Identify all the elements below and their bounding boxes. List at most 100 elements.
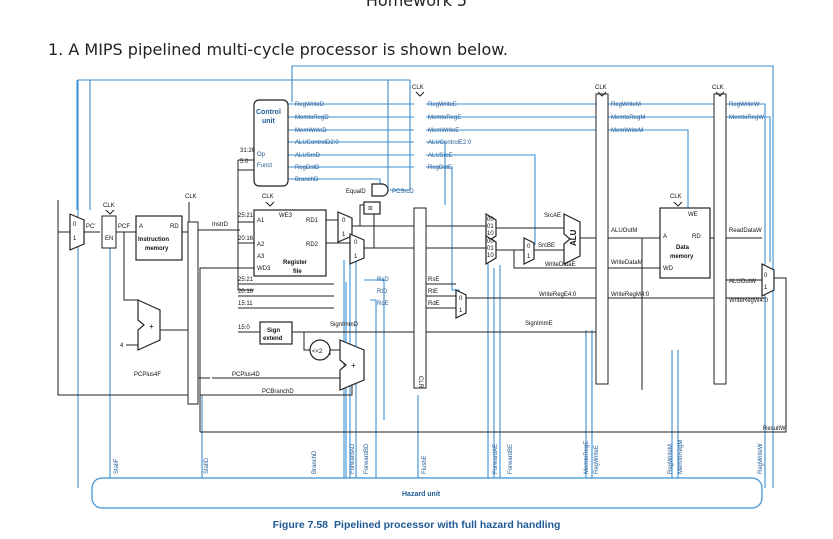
page-title: Homework 5 (365, 0, 468, 10)
signal-label: ALUSrcD (295, 153, 321, 159)
mux-select-label: 10 (487, 253, 494, 259)
alusrc-mux: 0 1 (523, 237, 535, 265)
port-label: WD (663, 266, 674, 272)
mux-select-label: 1 (764, 285, 768, 291)
bits-label: 20:16 (238, 289, 254, 295)
adder-symbol: + (149, 322, 154, 331)
bits-label: 15:11 (238, 301, 253, 307)
clock-label: CLK (712, 85, 724, 91)
signal-label: RtE (428, 289, 438, 295)
hazard-signal: BranchD (312, 450, 318, 474)
signal-label: WriteRegW4:0 (729, 298, 769, 304)
data-memory: WE A RD Data memory WD (659, 207, 711, 279)
signal-label: MemWriteE (428, 128, 459, 134)
signal-label: ResultW (763, 426, 786, 432)
hazard-signal: StallD (204, 457, 210, 474)
block-label: Sign (267, 328, 280, 334)
block-label: memory (145, 246, 169, 252)
clock-label: CLK (185, 194, 197, 200)
block-label: memory (670, 254, 694, 260)
signal-label: MemWriteD (295, 128, 327, 134)
alu-label: ALU (569, 229, 578, 246)
signal-label: MemWriteM (611, 128, 643, 134)
port-label: A1 (257, 218, 265, 224)
port-label: WD3 (257, 266, 271, 272)
hazard-signal: RegWriteW (758, 443, 764, 474)
data-path-wires (57, 159, 787, 433)
enable-label: EN (105, 236, 113, 242)
signal-label: ReadDataW (729, 228, 762, 234)
signal-label: SignImmD (330, 322, 359, 328)
bits-label: 25:21 (238, 213, 254, 219)
clock-label: CLK (103, 203, 115, 209)
question-text: 1. A MIPS pipelined multi-cycle processo… (48, 40, 508, 59)
mux-select-label: 1 (342, 232, 346, 238)
adder-symbol: + (351, 361, 356, 370)
port-label: A2 (257, 242, 265, 248)
block-label: Data (676, 245, 690, 251)
mux-select-label: 1 (73, 236, 77, 242)
hazard-signal: MemtoRegM (678, 440, 684, 474)
mux-select-label: 1 (527, 254, 531, 260)
figure-caption-text: Pipelined processor with full hazard han… (334, 519, 561, 531)
forward-b-mux-decode: 0 1 (349, 233, 365, 265)
signal-label: RsD (377, 277, 389, 283)
signal-label: WriteDataE (545, 262, 576, 268)
if-id-register (187, 221, 199, 405)
memtoreg-mux: 0 1 (761, 263, 775, 297)
signal-label: WriteRegM4:0 (611, 292, 650, 298)
mux-select-label: 01 (487, 224, 494, 230)
figure-number: Figure 7.58 (272, 519, 329, 531)
port-label: A3 (257, 254, 265, 260)
hazard-signal: ForwardAE (493, 444, 499, 474)
mux-select-label: 01 (487, 246, 494, 252)
mux-select-label: 0 (527, 244, 531, 250)
mux-select-label: 00 (487, 239, 494, 245)
control-path-wires (76, 65, 774, 488)
port-label: RD (692, 234, 701, 240)
op-bits-label: 31:26 (240, 148, 256, 154)
hazard-signal: RegWriteM (668, 444, 674, 474)
signal-label: SrcAE (544, 213, 561, 219)
port-label: WE (688, 212, 698, 218)
signal-label: ALUSrcE (428, 153, 453, 159)
signal-label: PCPlus4F (134, 372, 161, 378)
signal-label: PC' (86, 224, 95, 230)
signal-label: RegWriteM (611, 102, 641, 108)
clock-label: CLK (262, 194, 274, 200)
signal-label: ALUControlD2:0 (295, 140, 339, 146)
bits-label: 15:0 (238, 325, 250, 331)
writeback-control-signals: RegWriteW MemtoRegW (729, 102, 764, 121)
memory-control-signals: RegWriteM MemtoRegM MemWriteM (611, 102, 645, 134)
pc-mux: 0 1 (69, 213, 85, 251)
hazard-signal: FlushE (422, 455, 428, 474)
control-unit-label: unit (262, 118, 275, 125)
signal-label: RegWriteD (295, 102, 325, 108)
signal-label: RegWriteW (729, 102, 760, 108)
mux-select-label: 10 (487, 231, 494, 237)
hazard-signal: MemtoRegE (584, 441, 590, 474)
signal-label: SignImmE (525, 321, 553, 327)
branch-and-gate (371, 183, 389, 197)
signal-label: MemtoRegW (729, 115, 764, 121)
id-ex-register (413, 207, 427, 389)
hazard-signal: ForwardBD (364, 443, 370, 474)
ex-mem-register (595, 93, 609, 385)
hazard-unit-label: Hazard unit (402, 491, 441, 498)
signal-label: MemtoRegE (428, 115, 461, 121)
mux-select-label: 1 (459, 308, 463, 314)
block-label: extend (263, 336, 283, 342)
port-label: RD (170, 224, 179, 230)
decode-control-signals: RegWriteD MemtoRegD MemWriteD ALUControl… (295, 102, 339, 183)
signal-label: BranchD (295, 177, 319, 183)
clear-label: CLR (417, 376, 423, 389)
branch-adder: + (339, 339, 365, 391)
sign-extend: Sign extend (259, 321, 293, 345)
port-label: RD1 (306, 218, 319, 224)
mux-select-label: 0 (459, 296, 463, 302)
op-port: Op (257, 152, 266, 158)
signal-label: PCF (118, 224, 130, 230)
mem-wb-register (713, 93, 727, 385)
regdst-mux: 0 1 (455, 289, 467, 319)
